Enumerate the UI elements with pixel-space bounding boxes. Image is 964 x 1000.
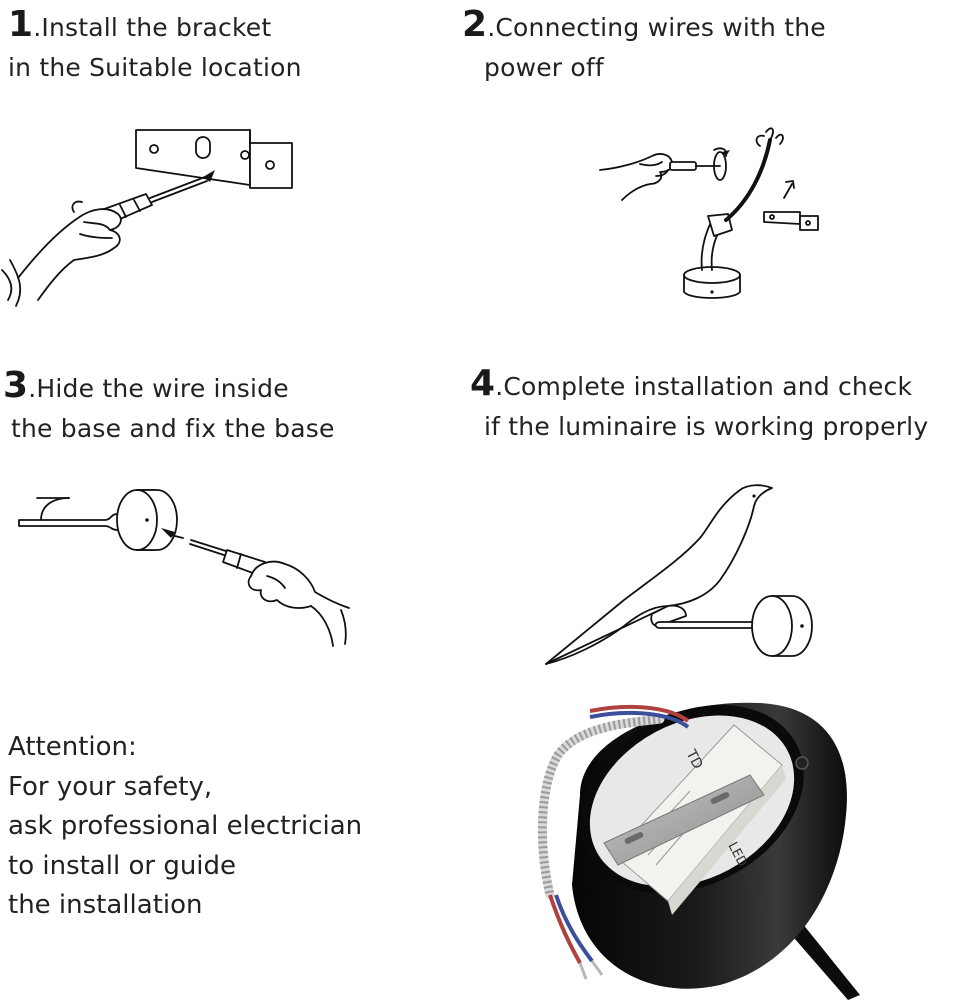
mounting-bracket <box>763 211 819 231</box>
attention-heading: Attention: <box>8 732 137 762</box>
hand-icon <box>599 153 674 201</box>
lamp-base <box>18 489 178 551</box>
step-2-instruction: 2.Connecting wires with the power off <box>462 5 826 88</box>
step-3-line-1: .Hide the wire inside <box>28 374 289 403</box>
lamp-base <box>751 595 813 657</box>
attention-line-1: For your safety, <box>8 771 213 802</box>
lamp-body <box>683 127 784 299</box>
attention-line-4: the installation <box>8 890 203 920</box>
bird-shade <box>545 484 773 665</box>
mounting-bracket <box>135 129 293 189</box>
attention-line-2: ask professional electrician <box>8 811 363 841</box>
attention-line-3: to install or guide <box>8 850 237 881</box>
step-1-illustration <box>1 129 293 307</box>
step-2-illustration <box>599 127 819 299</box>
step-3-instruction: 3.Hide the wire inside the base and fix … <box>3 366 335 449</box>
led-driver-photo: TD LED DRIVER <box>537 702 860 1000</box>
step-3-illustration <box>18 489 350 647</box>
wire-bundle <box>537 704 690 980</box>
step-2-number: 2 <box>462 4 488 45</box>
step-1-line-1: .Install the bracket <box>33 13 272 42</box>
step-4-line-1: .Complete installation and check <box>495 372 913 401</box>
screw <box>161 528 184 539</box>
arrow-up-icon <box>783 180 795 199</box>
step-3-line-2: the base and fix the base <box>11 414 335 443</box>
screwdriver <box>669 147 730 181</box>
step-4-line-2: if the luminaire is working properly <box>484 412 929 441</box>
step-1-number: 1 <box>8 4 34 45</box>
step-2-line-1: .Connecting wires with the <box>487 13 826 42</box>
step-4-illustration <box>545 484 813 665</box>
step-2-line-2: power off <box>484 53 604 82</box>
step-1-instruction: 1.Install the bracket in the Suitable lo… <box>8 5 302 88</box>
step-4-number: 4 <box>470 363 496 404</box>
hand-icon <box>1 200 122 307</box>
metal-bracket <box>603 774 765 866</box>
attention-note: Attention: For your safety, ask professi… <box>8 728 362 926</box>
hand-icon <box>247 560 350 647</box>
step-3-number: 3 <box>3 365 29 406</box>
step-1-line-2: in the Suitable location <box>8 53 302 82</box>
lamp-pole <box>788 923 860 1000</box>
step-4-instruction: 4.Complete installation and check if the… <box>470 364 928 447</box>
